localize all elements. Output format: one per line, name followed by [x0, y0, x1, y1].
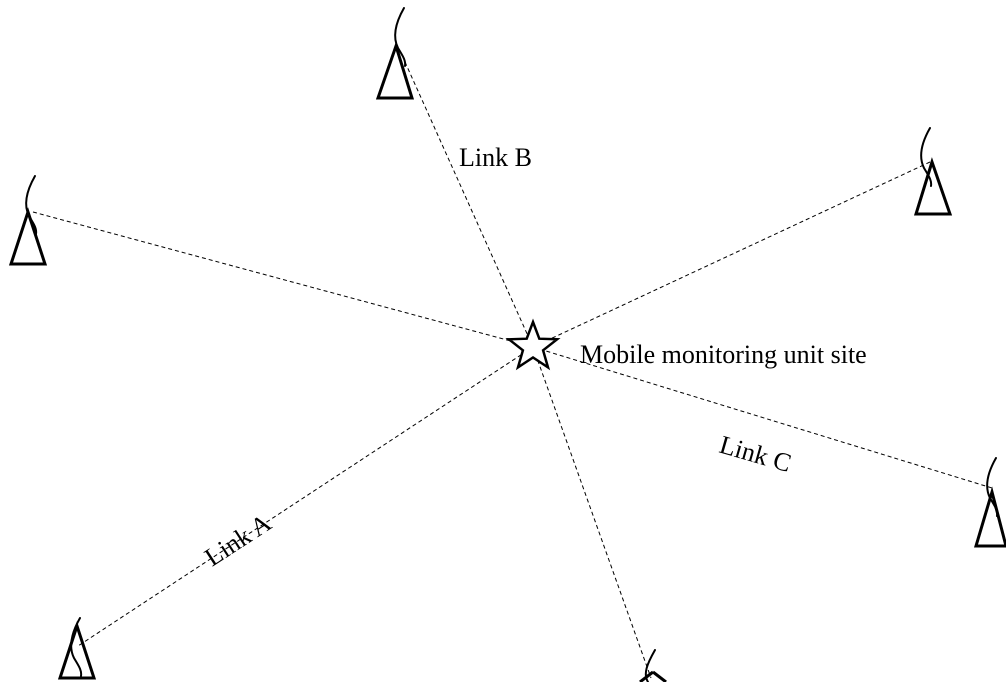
link-lines: [32, 61, 993, 679]
antenna-tower-icon: [8, 175, 48, 266]
antenna-tower-icon: [639, 649, 667, 682]
link-line-lower-right: [532, 346, 993, 489]
antenna-tower-icon: [913, 127, 953, 216]
link-line-bottom: [532, 346, 652, 679]
link-label-a: Link A: [199, 508, 276, 572]
link-line-upper-right: [532, 161, 931, 348]
link-label-b: Link B: [459, 143, 532, 172]
link-line-lower-left: [77, 346, 534, 647]
antenna-tower-icon: [57, 617, 97, 680]
antenna-tower-icon: [375, 7, 415, 100]
antenna-tower-icon: [973, 457, 1006, 548]
site-label: Mobile monitoring unit site: [580, 340, 867, 369]
link-line-upper-left: [32, 211, 534, 348]
link-line-top: [404, 61, 534, 348]
link-label-c: Link C: [716, 430, 794, 478]
star-icon: [505, 318, 561, 371]
